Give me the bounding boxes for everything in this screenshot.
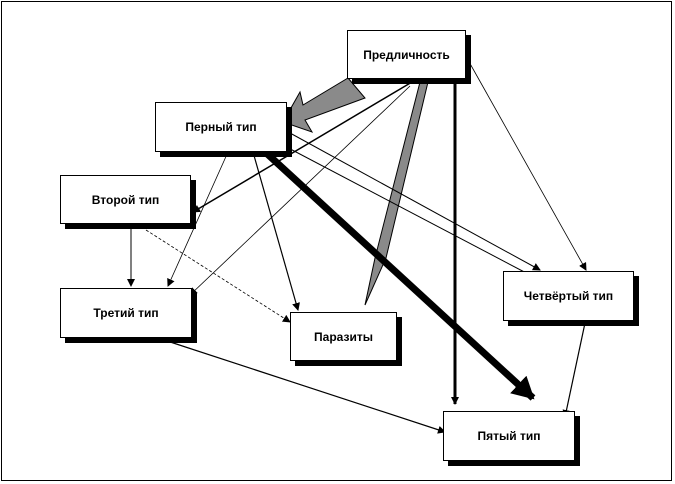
edge-type1-to-type4: [289, 132, 541, 271]
edge-type4-to-type5: [562, 322, 586, 418]
node-type5: Пятый тип: [443, 411, 575, 461]
node-type3: Третий тип: [60, 288, 192, 338]
edge-type4-to-type1: [276, 141, 533, 277]
node-parasites: Паразиты: [290, 312, 397, 361]
edge-predilection-to-type4: [467, 59, 587, 271]
edge-type1-to-type3: [167, 151, 229, 287]
edge-predilection-to-type2: [192, 81, 413, 213]
node-type1: Перный тип: [155, 102, 287, 152]
edge-predilection-to-type1-gray: [282, 77, 366, 133]
node-type4: Четвёртый тип: [503, 271, 634, 321]
edge-type1-to-parasites: [252, 151, 300, 311]
edge-predilection-to-type3: [189, 85, 411, 296]
edge-type1-to-type5-thick: [260, 147, 536, 401]
edge-type3-to-type5: [157, 337, 446, 434]
node-predilection: Предличность: [347, 30, 466, 79]
edge-type2-to-parasites: [145, 229, 291, 323]
edge-parasites-to-predilection-gray: [364, 81, 429, 306]
node-type2: Второй тип: [60, 175, 191, 224]
